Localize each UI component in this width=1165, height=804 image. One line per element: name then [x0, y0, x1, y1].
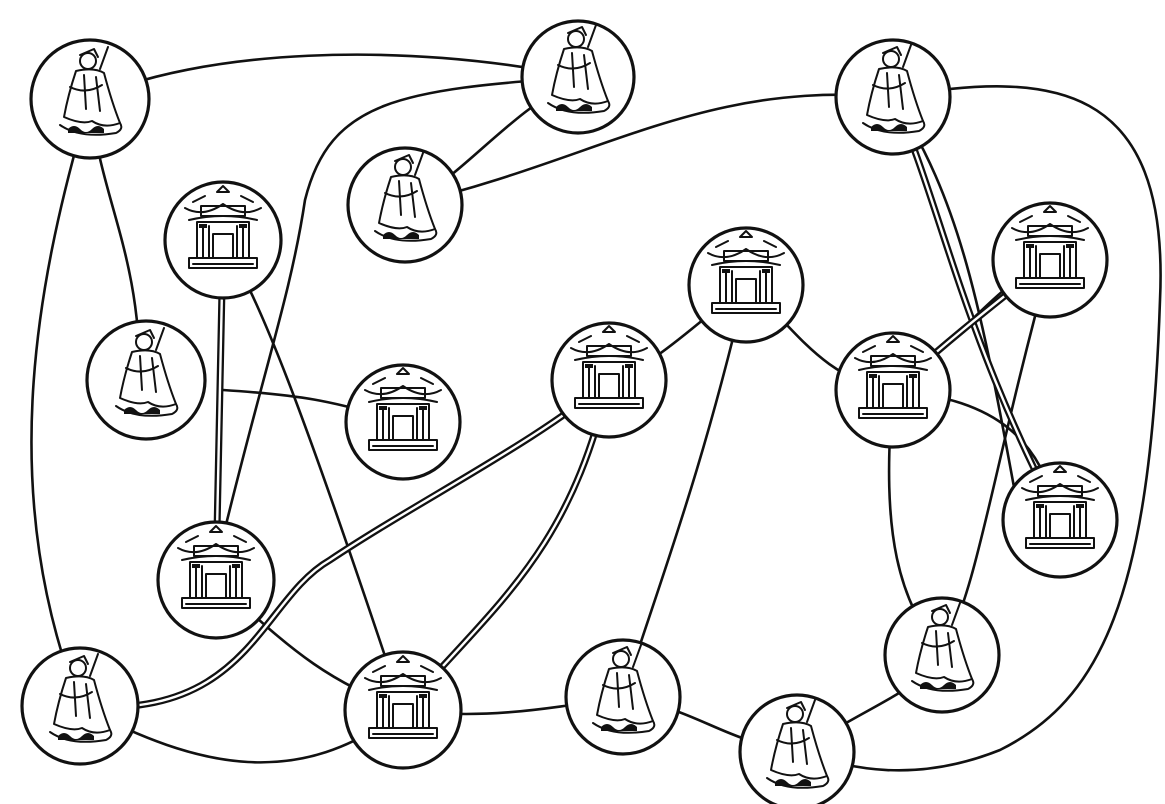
temple-node-5[interactable] — [550, 321, 668, 439]
sage-node-9[interactable] — [883, 596, 1001, 714]
temple-node-1[interactable] — [163, 180, 283, 300]
sage-node-3[interactable] — [346, 146, 464, 264]
sage-node-5[interactable] — [85, 319, 207, 441]
sage-node-8[interactable] — [738, 693, 856, 804]
temple-node-9[interactable] — [1001, 461, 1119, 579]
temple-node-7[interactable] — [834, 331, 952, 449]
sage-node-1[interactable] — [29, 38, 151, 160]
temple-node-3[interactable] — [156, 520, 276, 640]
temple-node-6[interactable] — [687, 226, 805, 344]
temple-node-8[interactable] — [991, 201, 1109, 319]
sage-node-7[interactable] — [564, 638, 682, 756]
sage-node-4[interactable] — [834, 38, 952, 156]
sage-node-2[interactable] — [520, 19, 636, 135]
temple-node-2[interactable] — [344, 363, 462, 481]
sage-node-6[interactable] — [20, 646, 140, 766]
temple-node-4[interactable] — [343, 650, 463, 770]
